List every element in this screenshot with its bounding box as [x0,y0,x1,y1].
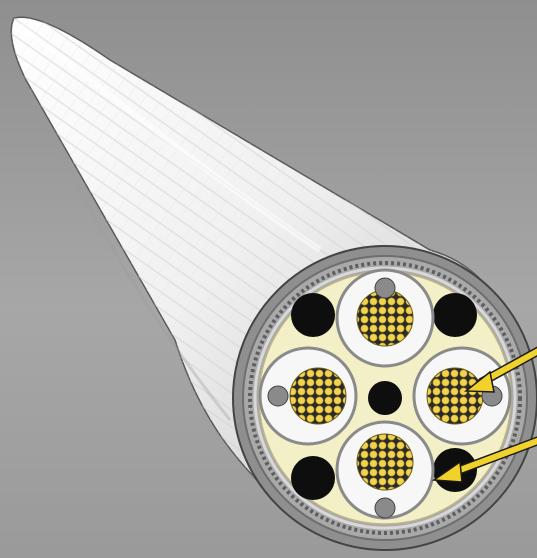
cable-end-cross-section [233,246,537,550]
conductor-top [337,270,433,366]
conductor-bottom [337,422,433,518]
conductor-left [260,348,356,444]
conductor-right [414,348,510,444]
